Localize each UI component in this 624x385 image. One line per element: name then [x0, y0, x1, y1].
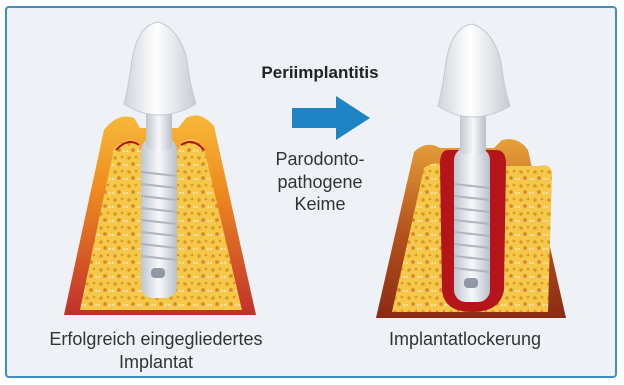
arrow-icon: [292, 96, 370, 140]
abutment-right: [460, 112, 486, 154]
arrow-label-line: Keime: [245, 193, 395, 216]
right-caption: Implantatlockerung: [330, 328, 600, 351]
left-caption-line: Implantat: [6, 351, 306, 374]
crown-left: [124, 22, 196, 115]
arrow-label: Parodonto- pathogene Keime: [245, 148, 395, 216]
left-caption-line: Erfolgreich eingegliedertes: [6, 328, 306, 351]
diagram-title: Periimplantitis: [230, 62, 410, 83]
implant-screw-left: [141, 138, 177, 298]
implant-screw-right: [454, 148, 490, 302]
left-caption: Erfolgreich eingegliedertes Implantat: [6, 328, 306, 373]
arrow-label-line: pathogene: [245, 171, 395, 194]
arrow-label-line: Parodonto-: [245, 148, 395, 171]
healthy-implant-figure: [64, 22, 256, 315]
crown-right: [438, 24, 510, 117]
abutment-left: [146, 110, 172, 150]
